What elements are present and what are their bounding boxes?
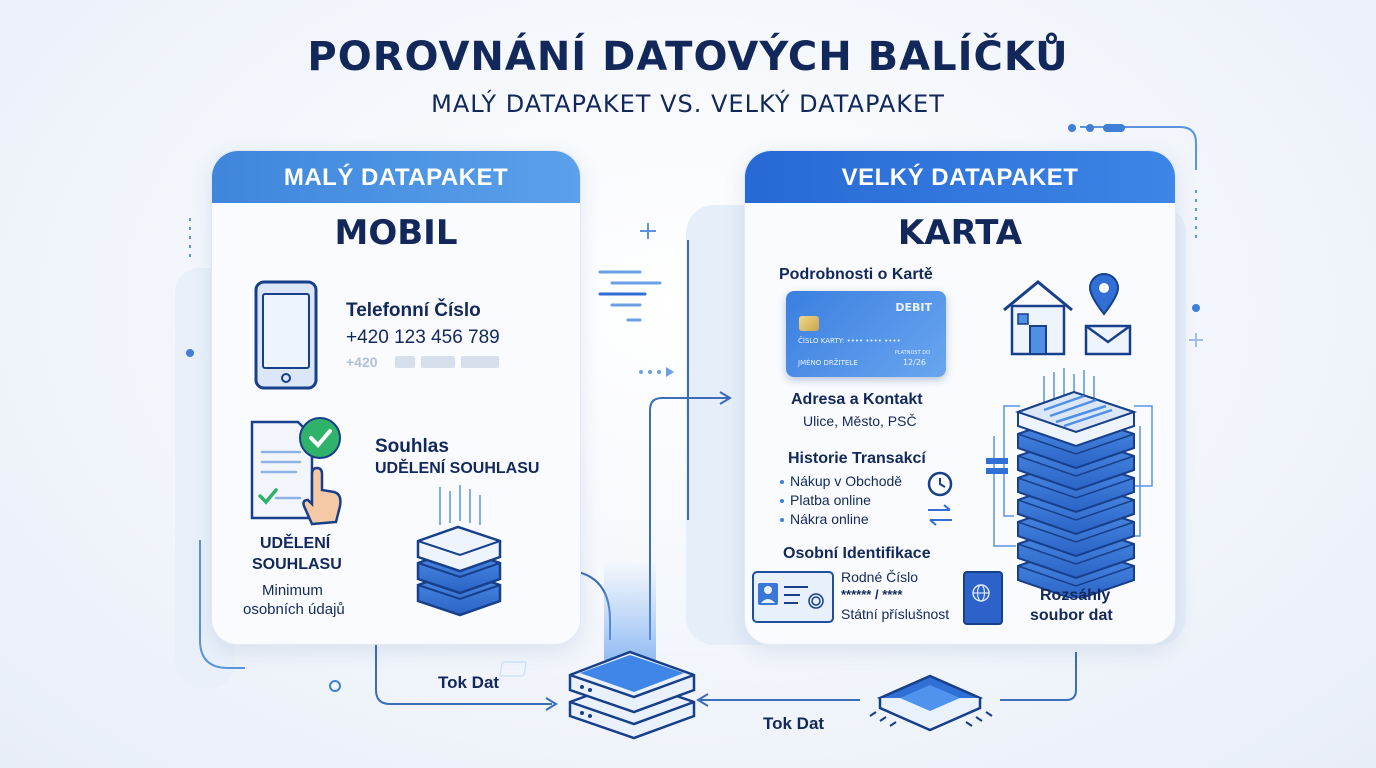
connector-to-right: [649, 397, 728, 640]
deco-dot: [1192, 304, 1200, 312]
id-masked: ****** / ****: [841, 587, 903, 602]
minimum-line1: Minimum: [262, 582, 323, 599]
deco-dot: [186, 349, 194, 357]
arrow-head: [719, 391, 732, 405]
bullet: [780, 518, 784, 522]
consent-caption-line2: SOUHLASU: [252, 556, 342, 573]
arrow-head: [696, 693, 709, 707]
deco-dot: [1068, 124, 1076, 132]
center-glow: [604, 560, 656, 660]
left-panel: MALÝ DATAPAKET MOBIL: [211, 150, 581, 645]
right-panel-title: KARTA: [897, 213, 1023, 253]
bullet: [780, 499, 784, 503]
left-panel-header: MALÝ DATAPAKET: [212, 151, 580, 203]
masked-digits-blocks: [395, 356, 499, 368]
card-valid-date: 12/26: [902, 358, 926, 367]
card-holder: JMÉNO DRŽITELE: [798, 359, 858, 367]
phone-label: Telefonní Číslo: [346, 300, 481, 321]
connector-left-bottom: [375, 645, 552, 705]
cpu-chip-icon: [869, 674, 993, 732]
address-detail: Ulice, Město, PSČ: [803, 413, 917, 429]
deco-ring: [329, 680, 341, 692]
exchange-arrows-icon: [928, 504, 952, 526]
large-data-line1: Rozsáhlý: [1040, 587, 1111, 604]
large-data-line2: soubor dat: [1030, 607, 1113, 624]
history-item-1: Nákup v Obchodě: [790, 473, 903, 489]
consent-caption-line1: UDĚLENÍ: [260, 535, 331, 552]
smartphone-icon: [254, 280, 318, 390]
house-icon: [1003, 273, 1132, 356]
passport-icon: [963, 571, 1003, 625]
small-server-stack-icon: [416, 485, 502, 617]
minimum-line2: osobních údajů: [243, 601, 345, 618]
large-server-stack-icon: [986, 368, 1153, 598]
phone-number: +420 123 456 789: [346, 327, 500, 348]
clock-icon: [927, 471, 953, 526]
top-right-deco-line: [1080, 126, 1197, 170]
flow-label-left: Tok Dat: [438, 673, 500, 692]
phone-masked: +420: [346, 354, 378, 370]
card-type: DEBIT: [895, 301, 932, 314]
consent-subtitle: UDĚLENÍ SOUHLASU: [375, 460, 540, 477]
card-details-label: Podrobnosti o Kartě: [779, 266, 933, 283]
history-item-3: Nákra online: [790, 511, 869, 527]
plus-icon: [640, 223, 656, 239]
dots-arrow-icon: [639, 367, 674, 377]
center-server-icon: [499, 650, 696, 740]
id-nationality: Státní příslušnost: [841, 606, 950, 622]
card-chip-icon: [799, 316, 819, 331]
center-lines-icon: [598, 270, 662, 322]
right-panel-header: VELKÝ DATAPAKET: [745, 151, 1175, 203]
history-item-2: Platba online: [790, 492, 871, 508]
history-title: Historie Transakcí: [788, 450, 926, 467]
plus-icon: [1189, 333, 1203, 347]
id-birth: Rodné Číslo: [841, 569, 919, 585]
deco-bar: [1103, 124, 1125, 132]
consent-title: Souhlas: [375, 436, 449, 457]
deco-dot: [1086, 124, 1094, 132]
bullet: [780, 480, 784, 484]
id-title: Osobní Identifikace: [783, 545, 931, 562]
card-number: ČÍSLO KARTY: •••• •••• ••••: [798, 337, 901, 345]
address-title: Adresa a Kontakt: [791, 391, 923, 408]
page-title: POROVNÁNÍ DATOVÝCH BALÍČKŮ: [307, 34, 1069, 80]
left-deco-line: [199, 540, 245, 669]
flow-label-right: Tok Dat: [763, 714, 825, 733]
page-subtitle: MALÝ DATAPAKET VS. VELKÝ DATAPAKET: [431, 90, 945, 118]
connector-right-bottom: [1000, 652, 1077, 701]
left-panel-title: MOBIL: [334, 213, 458, 253]
card-valid-label: PLATNOST DO: [894, 350, 930, 356]
arrow-head: [545, 697, 558, 711]
id-card-icon: [752, 571, 834, 623]
consent-document-icon: [250, 417, 342, 526]
credit-card: DEBIT ČÍSLO KARTY: •••• •••• •••• PLATNO…: [786, 291, 946, 377]
